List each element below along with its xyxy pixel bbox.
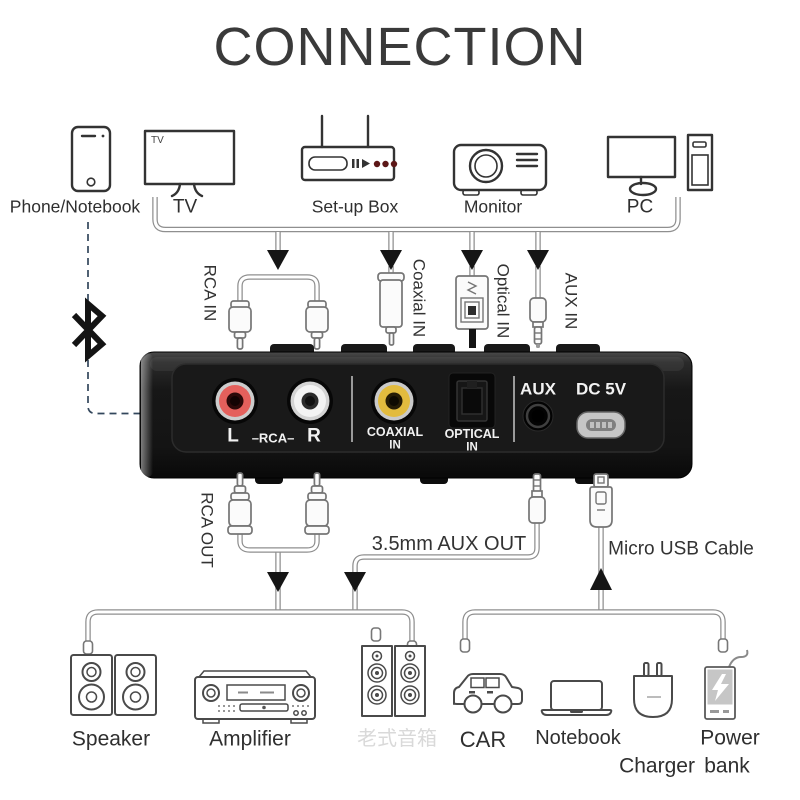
label-monitor: Monitor: [463, 196, 523, 217]
label-setup-box: Set-up Box: [311, 196, 399, 217]
bottom-right-bracket: [459, 612, 729, 653]
down-arrow: [267, 250, 289, 270]
coaxial-in-connector: [377, 272, 405, 346]
label-car: CAR: [459, 727, 507, 752]
label-power: Power: [700, 726, 760, 750]
page-title: CONNECTION: [213, 17, 587, 77]
power-bank-icon: [704, 649, 749, 720]
port-label-dc5v: DC 5V: [575, 379, 627, 399]
bluetooth-icon: [71, 297, 107, 363]
aux-jack: [522, 400, 554, 432]
port-label-aux: AUX: [520, 379, 556, 399]
label-notebook: Notebook: [535, 727, 621, 749]
tower-speaker-icon: [361, 645, 426, 717]
port-label-optical-2: IN: [466, 441, 478, 454]
charger-icon: [633, 662, 673, 718]
label-usb-cable: Micro USB Cable: [608, 538, 754, 560]
port-label-coaxial-2: IN: [389, 439, 401, 452]
up-arrow: [590, 568, 612, 590]
rca-in-connector: [228, 300, 329, 350]
tv-icon: [143, 129, 236, 198]
label-amplifier: Amplifier: [209, 727, 291, 751]
input-drop-lines: [240, 232, 549, 303]
port-label-rca: –RCA–: [251, 430, 295, 446]
down-arrow: [267, 572, 289, 592]
label-rca-in: RCA IN: [200, 264, 220, 322]
setup-box-icon: [300, 114, 398, 182]
speaker-icon: [70, 654, 157, 716]
rca-out-connector: [227, 472, 330, 612]
phone-icon: [70, 125, 112, 193]
coaxial-port: [371, 378, 417, 424]
down-arrow: [380, 250, 402, 270]
amplifier-icon: [194, 670, 316, 724]
top-bracket: [155, 197, 678, 230]
receiver-device: [139, 344, 693, 484]
down-arrow: [461, 250, 483, 270]
tv-screen-text: TV: [151, 135, 164, 146]
micro-usb-cable: [589, 473, 613, 612]
aux-in-connector: [529, 297, 547, 348]
label-coaxial-in: Coaxial IN: [409, 258, 429, 338]
label-rca-out: RCA OUT: [197, 492, 217, 568]
port-label-coaxial-1: COAXIAL: [366, 424, 424, 439]
monitor-icon: [452, 143, 548, 196]
port-label-l: L: [227, 425, 239, 447]
rca-port-white: [287, 378, 333, 424]
label-phone-notebook: Phone/Notebook: [9, 196, 141, 217]
down-arrow: [344, 572, 366, 592]
optical-port: [448, 372, 496, 429]
port-label-optical-1: OPTICAL: [444, 426, 500, 441]
optical-in-connector: [455, 275, 489, 348]
label-speaker: Speaker: [71, 727, 151, 751]
rca-port-red: [212, 378, 258, 424]
micro-usb-port: [576, 411, 626, 439]
label-aux-in: AUX IN: [561, 272, 581, 330]
notebook-icon: [540, 680, 613, 716]
label-optical-in: Optical IN: [493, 263, 513, 339]
label-pc: PC: [626, 196, 654, 218]
car-icon: [453, 673, 523, 714]
pc-icon: [606, 133, 714, 197]
down-arrow: [527, 250, 549, 270]
label-aux-out: 3.5mm AUX OUT: [371, 533, 527, 555]
label-tv: TV: [172, 196, 198, 218]
label-charger: Charger: [619, 754, 695, 778]
aux-out-cable: [344, 473, 546, 612]
bluetooth-dash-line: [87, 222, 140, 415]
label-bank: bank: [704, 754, 750, 778]
port-label-r: R: [307, 425, 321, 447]
tower-caption: 老式音箱: [357, 728, 437, 750]
